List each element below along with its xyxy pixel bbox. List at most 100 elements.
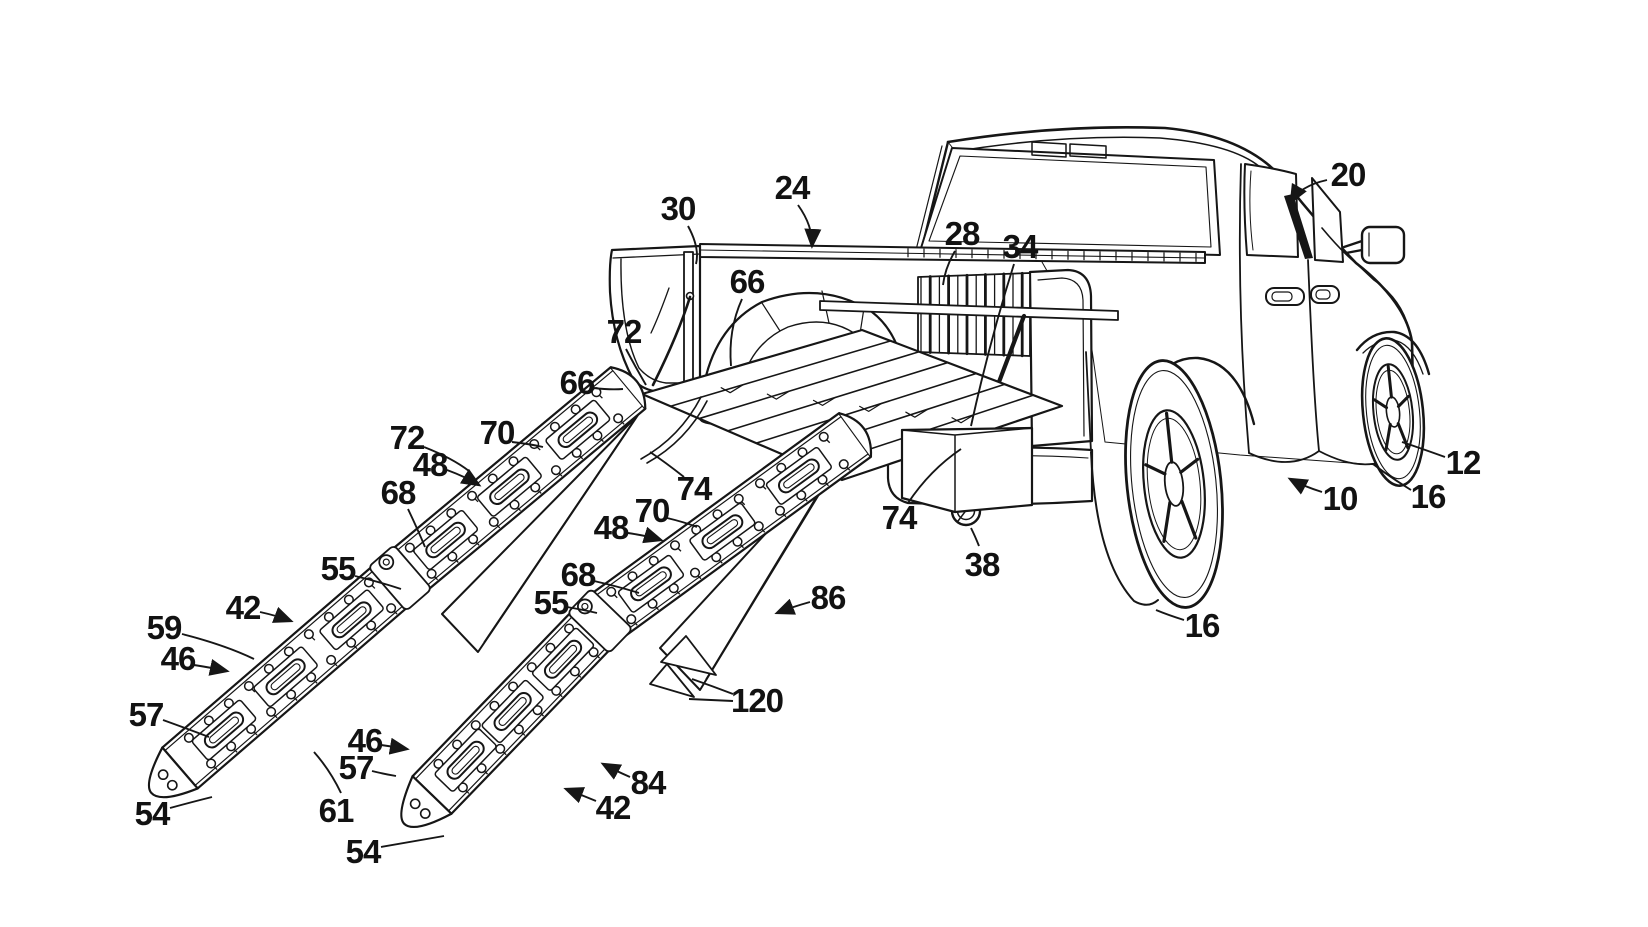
ramp-hole <box>774 505 786 516</box>
ramp-slot <box>557 411 599 449</box>
slot-inner <box>498 696 527 726</box>
hole-tail <box>273 713 278 719</box>
ref-label-55-17: 55 <box>534 584 569 621</box>
ref-label-24-1: 24 <box>775 169 811 206</box>
toe-crease <box>161 747 199 789</box>
bed-left-end-panel <box>608 244 702 394</box>
ref-label-72-8: 72 <box>390 419 425 456</box>
leader-line-72 <box>625 348 647 386</box>
ramp-slot <box>203 711 245 749</box>
slot-inner <box>430 526 461 554</box>
ramp-hole <box>489 700 500 711</box>
hole-tail <box>677 547 682 552</box>
hole-tail <box>373 627 378 632</box>
leader-line-54 <box>380 835 445 848</box>
ramp-hole <box>266 706 277 717</box>
ref-label-48-14: 48 <box>594 509 629 546</box>
loading-ramps <box>147 366 873 829</box>
ramp-hole <box>564 623 575 634</box>
leader-line-16 <box>1372 463 1412 491</box>
leader-line-46 <box>193 659 230 676</box>
ramp-slot <box>543 639 583 679</box>
hole-tail <box>311 636 316 641</box>
hole-tail <box>293 696 298 701</box>
ref-label-20-4: 20 <box>1331 156 1366 193</box>
toe-hole <box>419 808 431 819</box>
hole-tail <box>539 712 545 717</box>
ramp-hole <box>669 540 681 551</box>
slot-inner <box>706 519 739 545</box>
slot-inner <box>451 745 480 775</box>
tray-bracket <box>720 384 744 394</box>
ref-label-57-28: 57 <box>129 696 164 733</box>
ref-label-16-24: 16 <box>1185 607 1220 644</box>
ramp-hole <box>550 465 562 476</box>
tray-slat <box>669 340 892 408</box>
hinge-pin <box>378 554 395 571</box>
tray-bracket <box>859 402 883 413</box>
hole-tail <box>483 770 489 775</box>
ref-label-72-6: 72 <box>607 313 642 350</box>
hole-tail <box>393 610 398 615</box>
ramp-hole <box>183 732 194 743</box>
hole-tail <box>558 692 563 698</box>
hole-tail <box>333 662 338 667</box>
tray-slat <box>698 350 920 420</box>
side-mirror <box>1342 225 1406 265</box>
ref-label-28-2: 28 <box>945 215 980 252</box>
tray-bracket <box>812 396 837 406</box>
ramp-hole <box>303 629 314 640</box>
leader-line-34 <box>970 263 1015 427</box>
toe-crease <box>412 775 452 815</box>
ref-label-59-26: 59 <box>147 609 182 646</box>
hole-tail <box>718 559 723 564</box>
hole-tail <box>253 731 258 736</box>
hole-tail <box>760 528 766 533</box>
ramp-hole <box>326 654 337 666</box>
ramp-hole <box>476 763 487 774</box>
ramp-hole <box>386 603 397 614</box>
hole-tail <box>620 420 625 425</box>
rear-window <box>920 147 1221 256</box>
hole-tail <box>598 394 603 399</box>
slot-inner <box>562 416 594 444</box>
ramp-rail-line <box>384 369 644 597</box>
ramp-hole <box>513 724 524 735</box>
ref-label-66-5: 66 <box>730 263 765 300</box>
hinge-gussets <box>640 396 717 698</box>
leader-line-84 <box>600 762 631 780</box>
mud-flap <box>1090 451 1159 606</box>
ramp-hole <box>526 662 537 673</box>
ramp-hole <box>818 431 829 442</box>
ref-label-54-29: 54 <box>135 795 171 832</box>
hole-tail <box>782 512 787 518</box>
slot-inner <box>783 463 815 489</box>
slot-inner <box>208 716 240 744</box>
leader-line-70 <box>511 441 544 448</box>
ref-label-68-15: 68 <box>561 556 596 593</box>
tray-bracket <box>766 390 790 400</box>
ramp-slot <box>489 468 530 506</box>
ramp-hole <box>753 521 764 532</box>
ref-label-42-25: 42 <box>226 589 261 626</box>
leader-line-68 <box>407 508 426 548</box>
leader-line-54 <box>169 796 213 809</box>
ramp-rail-line <box>164 560 416 786</box>
hole-tail <box>633 621 638 626</box>
ramp-hole <box>606 586 617 597</box>
leader-line-70 <box>666 517 698 528</box>
ref-label-84-35: 84 <box>631 764 667 801</box>
door-handles <box>1265 285 1340 306</box>
ramp-hole <box>243 680 254 692</box>
ramp-hole <box>545 642 556 653</box>
leader-line-120 <box>688 698 734 702</box>
hole-tail <box>845 466 851 471</box>
hole-tail <box>803 497 808 502</box>
leader-line-120 <box>691 678 734 695</box>
leader-line-74 <box>649 451 685 478</box>
hole-tail <box>675 590 681 595</box>
corner-post <box>683 251 694 384</box>
ref-label-46-30: 46 <box>348 722 383 759</box>
leader-line-42 <box>563 787 597 804</box>
